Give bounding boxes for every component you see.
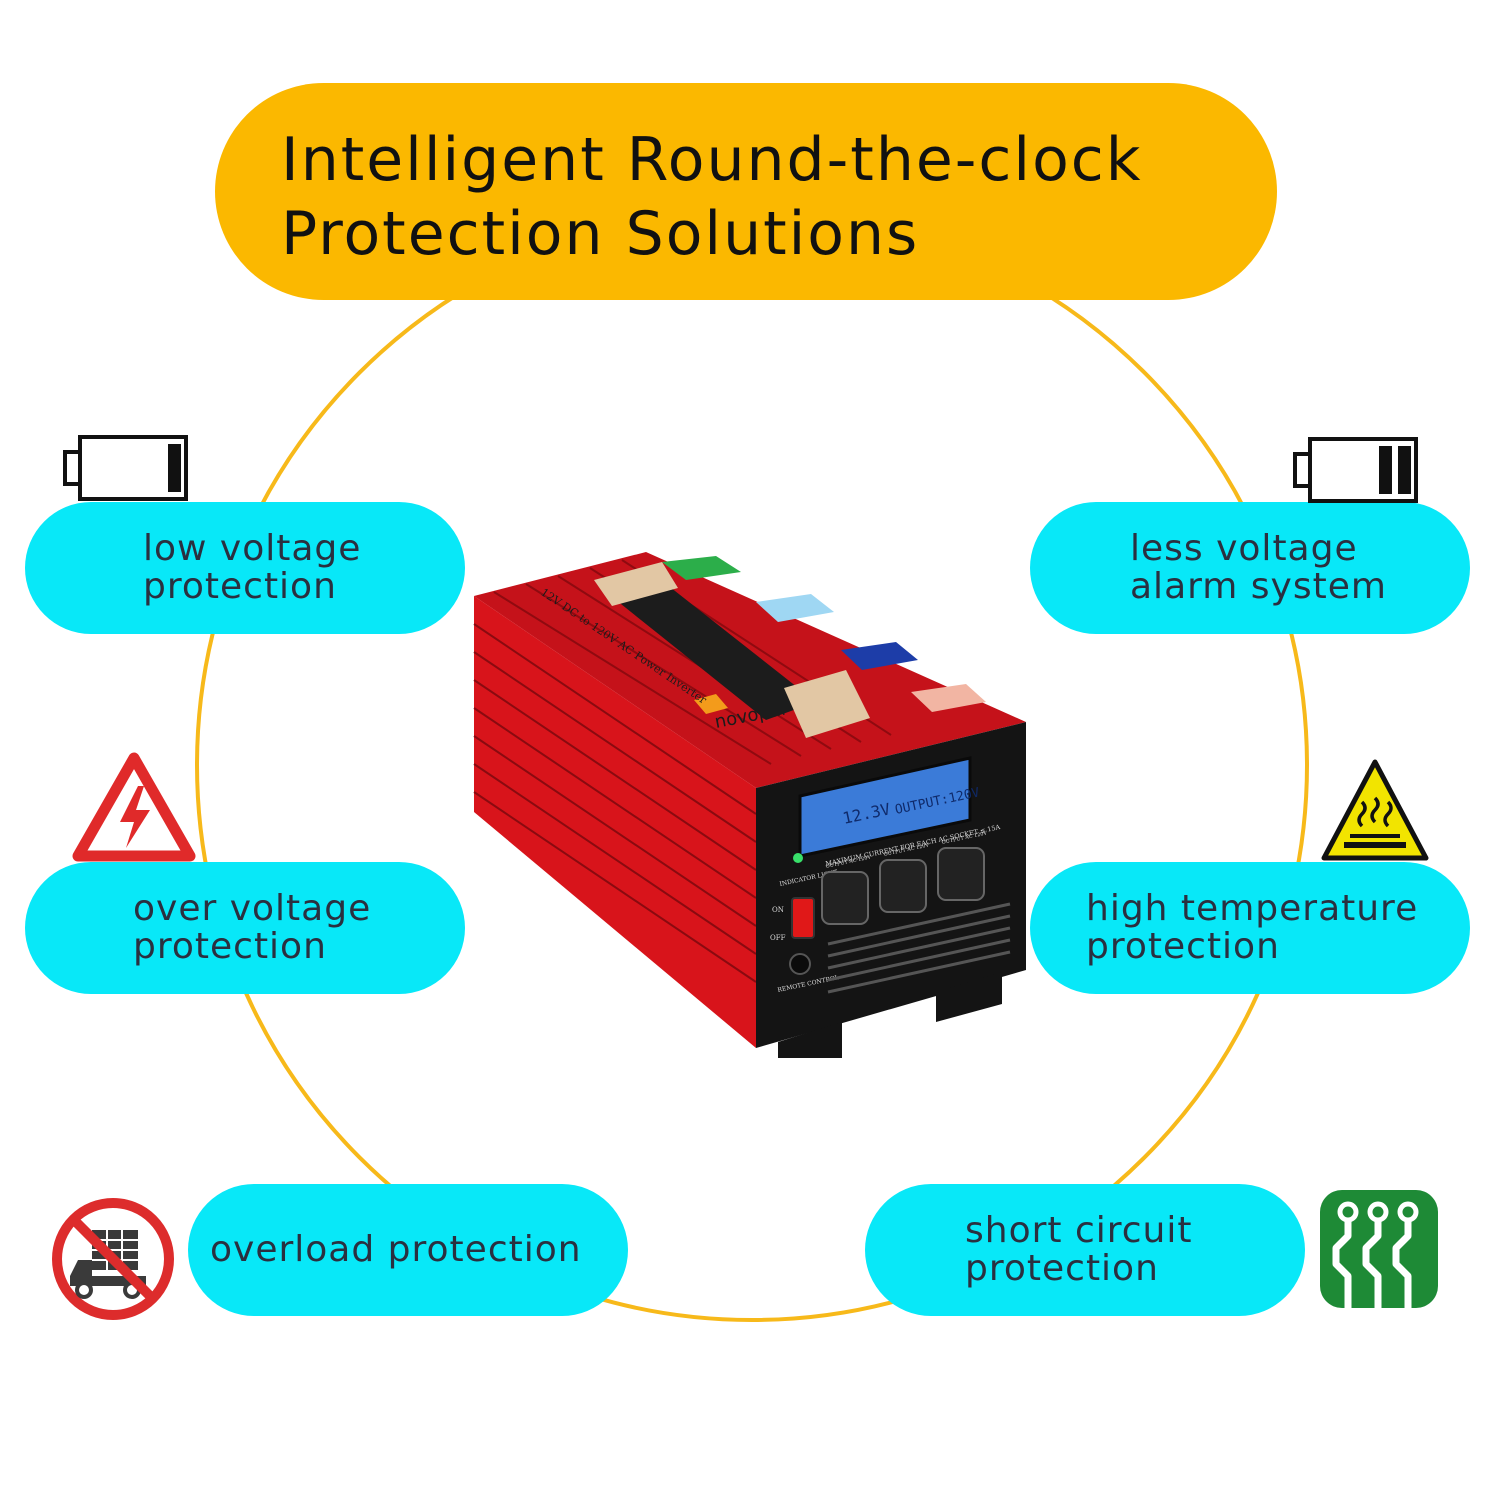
feature-high-temperature-line2: protection bbox=[1086, 926, 1280, 967]
title-banner: Intelligent Round-the-clock Protection S… bbox=[215, 83, 1277, 300]
circuit-board-icon bbox=[1320, 1190, 1438, 1308]
feature-over-voltage-line2: protection bbox=[133, 926, 327, 967]
feature-over-voltage-line1: over voltage bbox=[133, 888, 372, 929]
feature-less-voltage-line1: less voltage bbox=[1130, 528, 1358, 569]
feature-overload: overload protection bbox=[188, 1184, 628, 1316]
feature-low-voltage-line1: low voltage bbox=[143, 528, 362, 569]
inverter-remote-port bbox=[789, 953, 811, 975]
feature-high-temperature-line1: high temperature bbox=[1086, 888, 1419, 929]
no-overload-truck-icon bbox=[52, 1198, 174, 1320]
switch-off-label: OFF bbox=[770, 934, 786, 942]
high-voltage-warning-icon bbox=[72, 752, 196, 862]
inverter-handle bbox=[606, 576, 816, 720]
feature-short-circuit-line1: short circuit bbox=[965, 1210, 1193, 1251]
inverter-lcd-display bbox=[798, 756, 972, 858]
inverter-outlets bbox=[821, 847, 985, 925]
feature-over-voltage: over voltage protection bbox=[25, 862, 465, 994]
inverter-indicator-light bbox=[793, 853, 803, 863]
title-line-1: Intelligent Round-the-clock bbox=[281, 125, 1143, 195]
hot-surface-warning-icon bbox=[1321, 759, 1429, 861]
feature-high-temperature: high temperature protection bbox=[1030, 862, 1470, 994]
feature-less-voltage-line2: alarm system bbox=[1130, 566, 1387, 607]
title-line-2: Protection Solutions bbox=[281, 199, 920, 269]
feature-overload-line1: overload protection bbox=[210, 1229, 582, 1270]
inverter-power-switch bbox=[791, 897, 815, 939]
feature-low-voltage-line2: protection bbox=[143, 566, 337, 607]
battery-low-icon bbox=[63, 435, 188, 501]
feature-less-voltage-alarm: less voltage alarm system bbox=[1030, 502, 1470, 634]
feature-short-circuit: short circuit protection bbox=[865, 1184, 1305, 1316]
feature-short-circuit-line2: protection bbox=[965, 1248, 1159, 1289]
power-inverter-image: novopal 12V DC to 120V AC Power Inverter… bbox=[473, 552, 1026, 1058]
battery-half-icon bbox=[1293, 437, 1418, 503]
switch-on-label: ON bbox=[772, 906, 784, 914]
feature-low-voltage: low voltage protection bbox=[25, 502, 465, 634]
